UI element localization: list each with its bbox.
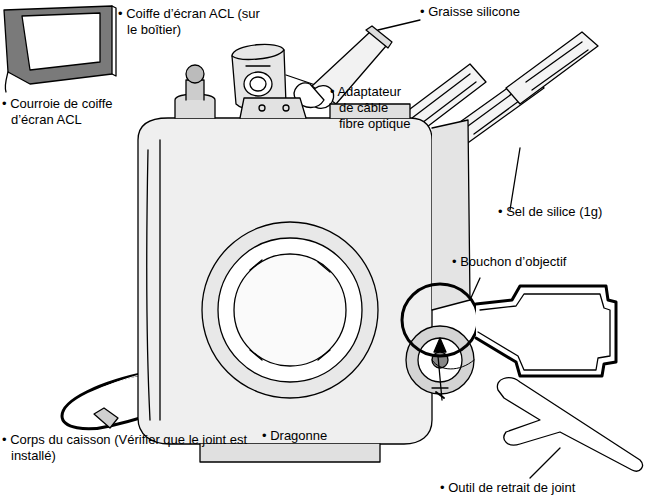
grease-tube <box>294 20 420 113</box>
part-label: • Outil de retrait de joint <box>440 480 654 496</box>
part-label: • Coiffe d’écran ACL (sur le boîtier) <box>118 6 267 38</box>
seal-tool <box>497 378 642 478</box>
part-label: • Sel de silice (1g) <box>498 204 654 220</box>
housing-body <box>138 65 474 462</box>
lcd-hood <box>4 6 116 92</box>
part-label: • Adaptateur de câble fibre optique <box>330 84 417 132</box>
part-label: • Graisse silicone <box>420 4 589 20</box>
part-label: • Dragonne <box>262 428 391 444</box>
part-label: • Courroie de coiffe d’écran ACL <box>2 96 151 128</box>
part-label: • Bouchon d’objectif <box>452 254 641 270</box>
part-label: • Corps du caisson (Vérifier que le join… <box>2 432 261 464</box>
